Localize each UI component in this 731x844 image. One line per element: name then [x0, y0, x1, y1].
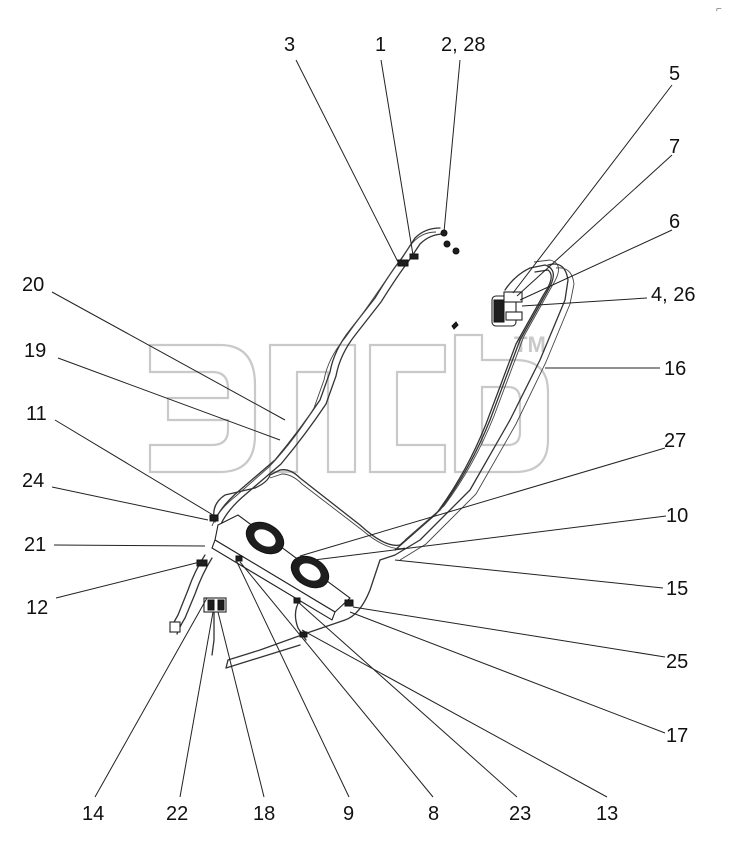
callout-20: 20: [22, 274, 44, 296]
callout-16: 16: [664, 358, 686, 380]
callout-17: 17: [666, 725, 688, 747]
callout-4-26: 4, 26: [651, 284, 695, 306]
callout-19: 19: [24, 340, 46, 362]
callout-1: 1: [375, 34, 386, 56]
callout-14: 14: [82, 803, 104, 825]
callout-labels: 3 1 2, 28 5 7 6 4, 26 16 20 19 11 24 21 …: [22, 34, 695, 825]
callout-22: 22: [166, 803, 188, 825]
callout-27: 27: [664, 430, 686, 452]
callout-9: 9: [343, 803, 354, 825]
callout-3: 3: [284, 34, 295, 56]
top-fittings: [397, 229, 460, 267]
callout-2-28: 2, 28: [441, 34, 485, 56]
callout-15: 15: [666, 578, 688, 600]
callout-25: 25: [666, 651, 688, 673]
distribution-block: [209, 514, 354, 638]
callout-8: 8: [428, 803, 439, 825]
watermark-logo: TM: [148, 332, 550, 474]
callout-24: 24: [22, 470, 44, 492]
leader-lines: [51, 59, 673, 798]
callout-23: 23: [509, 803, 531, 825]
callout-18: 18: [253, 803, 275, 825]
callout-5: 5: [669, 63, 680, 85]
callout-10: 10: [666, 505, 688, 527]
connector-assembly: [451, 291, 523, 330]
tubing: [169, 227, 575, 669]
valve-assembly: [169, 559, 227, 633]
callout-6: 6: [669, 211, 680, 233]
callout-11: 11: [26, 403, 47, 425]
callout-13: 13: [596, 803, 618, 825]
trademark-mark: TM: [514, 332, 546, 357]
corner-mark: ⌐: [716, 4, 722, 15]
callout-7: 7: [669, 136, 680, 158]
callout-12: 12: [26, 597, 48, 619]
callout-21: 21: [24, 534, 46, 556]
